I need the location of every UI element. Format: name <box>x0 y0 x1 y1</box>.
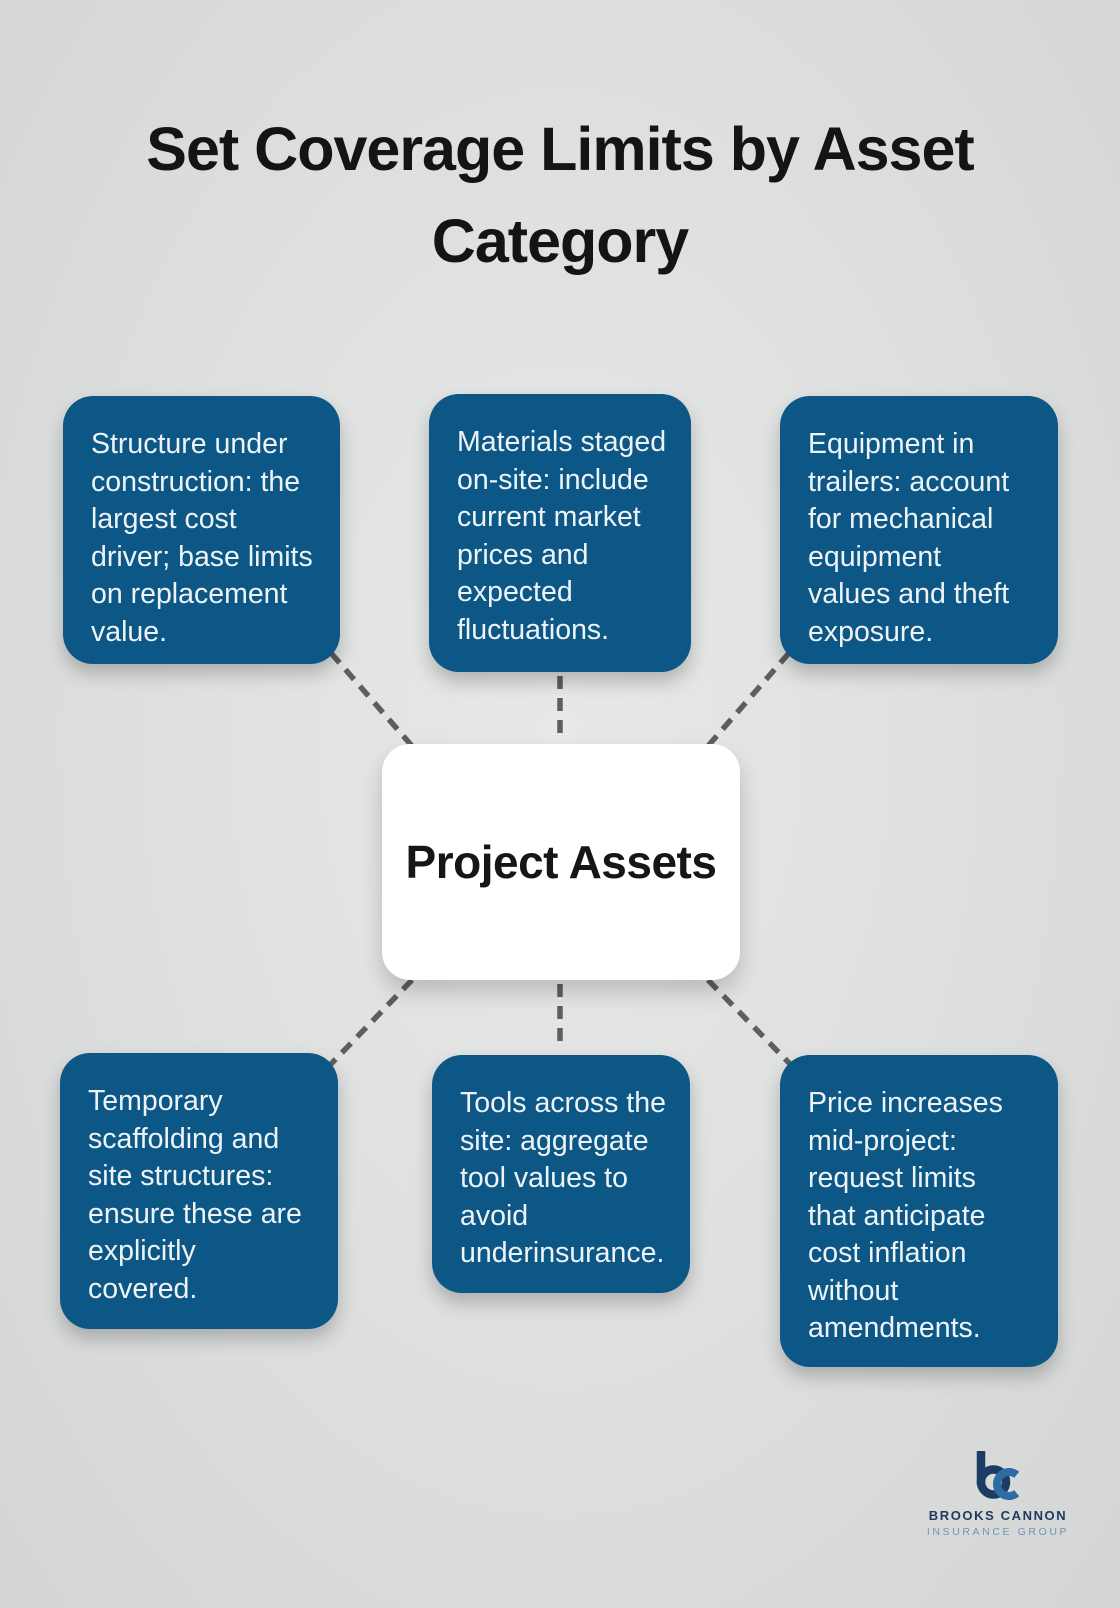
node-bottom-left-text: Temporary scaffolding and site structure… <box>88 1085 302 1305</box>
node-bottom-right-text: Price increases mid-project: request lim… <box>808 1087 1003 1344</box>
brand-logo: BROOKS CANNON INSURANCE GROUP <box>926 1448 1070 1538</box>
node-top-middle-text: Materials staged on-site: include curren… <box>457 426 667 646</box>
node-top-middle: Materials staged on-site: include curren… <box>429 394 691 672</box>
center-node-label: Project Assets <box>405 836 717 888</box>
connector-top-right <box>705 651 792 748</box>
node-bottom-middle: Tools across the site: aggregate tool va… <box>432 1055 690 1293</box>
logo-company-name: BROOKS CANNON <box>928 1508 1068 1523</box>
node-top-right-text: Equipment in trailers: account for mecha… <box>808 428 1010 648</box>
node-top-left-text: Structure under construction: the larges… <box>91 428 313 648</box>
node-top-left: Structure under construction: the larges… <box>63 396 340 664</box>
node-bottom-right: Price increases mid-project: request lim… <box>780 1055 1058 1367</box>
connector-top-left <box>328 651 415 748</box>
connector-bottom-right <box>706 978 794 1068</box>
logo-tagline: INSURANCE GROUP <box>926 1526 1070 1538</box>
center-node: Project Assets <box>382 744 740 980</box>
page-title: Set Coverage Limits by Asset Category <box>146 115 974 275</box>
connector-bottom-left <box>329 978 414 1066</box>
bc-monogram-icon <box>976 1451 1020 1500</box>
node-bottom-left: Temporary scaffolding and site structure… <box>60 1053 338 1329</box>
node-top-right: Equipment in trailers: account for mecha… <box>780 396 1058 664</box>
node-bottom-middle-text: Tools across the site: aggregate tool va… <box>460 1087 666 1269</box>
